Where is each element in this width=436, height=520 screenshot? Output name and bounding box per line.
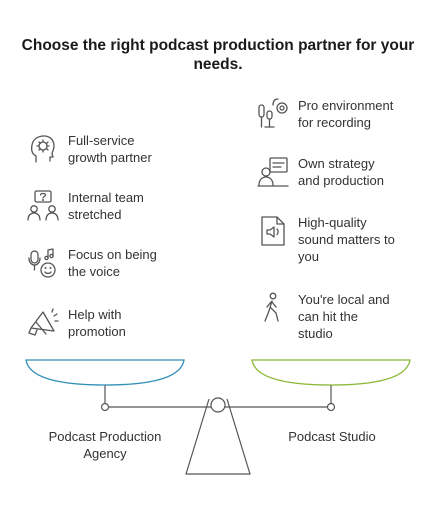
right-item-label: Own strategy and production <box>298 156 385 188</box>
left-item-voice: Focus on being the voice <box>26 246 157 280</box>
right-pan <box>251 359 411 386</box>
right-item-high-quality: High-quality sound matters to you <box>256 214 395 265</box>
sound-file-icon <box>256 214 290 248</box>
team-question-icon <box>26 189 60 223</box>
right-item-label: High-quality sound matters to you <box>298 215 395 264</box>
left-item-promotion: Help with promotion <box>26 306 126 340</box>
center-pivot <box>210 397 226 413</box>
left-pivot <box>100 402 110 412</box>
right-caption: Podcast Studio <box>288 429 376 444</box>
scale-stand <box>185 398 251 475</box>
studio-mic-icon <box>256 97 290 131</box>
walking-person-icon <box>256 291 290 325</box>
left-item-full-service: Full-service growth partner <box>26 132 152 166</box>
left-item-internal-team: Internal team stretched <box>26 189 144 223</box>
right-item-label: Pro environment for recording <box>298 98 394 130</box>
megaphone-icon <box>26 306 60 340</box>
right-item-pro-environment: Pro environment for recording <box>256 97 393 131</box>
left-pan <box>25 359 185 386</box>
right-item-local: You're local and can hit the studio <box>256 291 390 342</box>
mic-smile-icon <box>26 246 60 280</box>
left-item-label: Help with promotion <box>68 307 126 339</box>
producer-desk-icon <box>256 155 290 189</box>
page-title: Choose the right podcast production part… <box>21 37 415 73</box>
right-pivot <box>326 402 336 412</box>
head-gear-icon <box>26 132 60 166</box>
left-item-label: Full-service growth partner <box>68 133 152 165</box>
left-item-label: Focus on being the voice <box>68 247 157 279</box>
right-item-own-strategy: Own strategy and production <box>256 155 384 189</box>
left-item-label: Internal team stretched <box>68 190 144 222</box>
right-item-label: You're local and can hit the studio <box>298 292 390 341</box>
left-caption: Podcast Production Agency <box>48 429 162 461</box>
